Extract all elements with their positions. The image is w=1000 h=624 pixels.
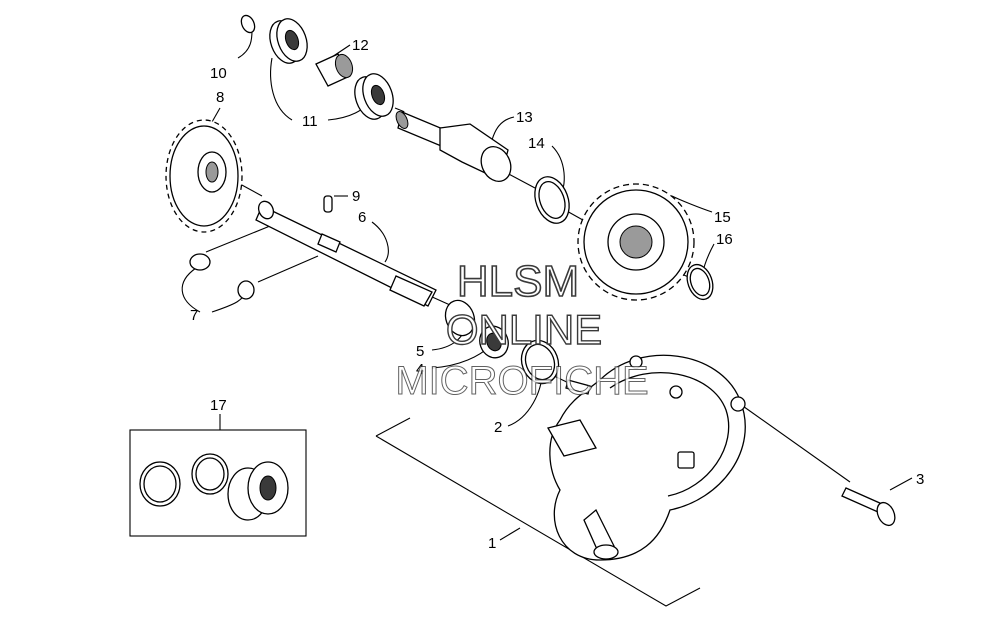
shaft-6: [255, 200, 437, 307]
circlip-14: [534, 176, 570, 224]
callout-5: 5: [416, 343, 424, 360]
circlip-10: [240, 14, 256, 34]
callout-4: 4: [416, 361, 424, 378]
circlip-16: [686, 263, 714, 301]
callout-12: 12: [352, 37, 369, 54]
gear-15: [577, 183, 695, 301]
callout-10: 10: [210, 65, 227, 82]
shaft-13: [395, 111, 512, 183]
callout-16: 16: [716, 231, 733, 248]
circlip-7a: [189, 253, 211, 271]
sleeve-12: [315, 53, 354, 87]
assembly-bracket: [375, 417, 701, 607]
water-pump-housing-1: [547, 354, 746, 561]
callout-11: 11: [302, 113, 318, 130]
watermark: HLSM ONLINE MICROFICHE: [395, 256, 649, 403]
callout-15: 15: [714, 209, 731, 226]
pin-9: [323, 195, 333, 213]
bolt-3: [841, 487, 896, 527]
callout-13: 13: [516, 109, 533, 126]
o-ring-2: [520, 339, 560, 385]
watermark-line-1: HLSM: [457, 257, 579, 306]
callout-7: 7: [190, 307, 198, 324]
callout-9: 9: [352, 188, 360, 205]
gear-8: [165, 119, 243, 233]
watermark-line-3: MICROFICHE: [395, 359, 648, 403]
callout-3: 3: [916, 471, 924, 488]
callout-labels: 1 2 3 4 5 6 7 8 9 10 11 12 13 14 15 16 1…: [190, 37, 924, 552]
bearing-11-lower: [354, 73, 394, 120]
circlip-7b: [237, 280, 255, 300]
ring-5: [444, 299, 476, 337]
callout-1: 1: [488, 535, 496, 552]
callout-14: 14: [528, 135, 545, 152]
seal-4: [479, 325, 509, 359]
watermark-line-2: ONLINE: [446, 306, 602, 353]
bearing-11-upper: [269, 18, 308, 64]
callout-17: 17: [210, 397, 227, 414]
callout-2: 2: [494, 419, 502, 436]
callout-8: 8: [216, 89, 224, 106]
callout-6: 6: [358, 209, 366, 226]
seal-kit-17: [129, 429, 307, 537]
